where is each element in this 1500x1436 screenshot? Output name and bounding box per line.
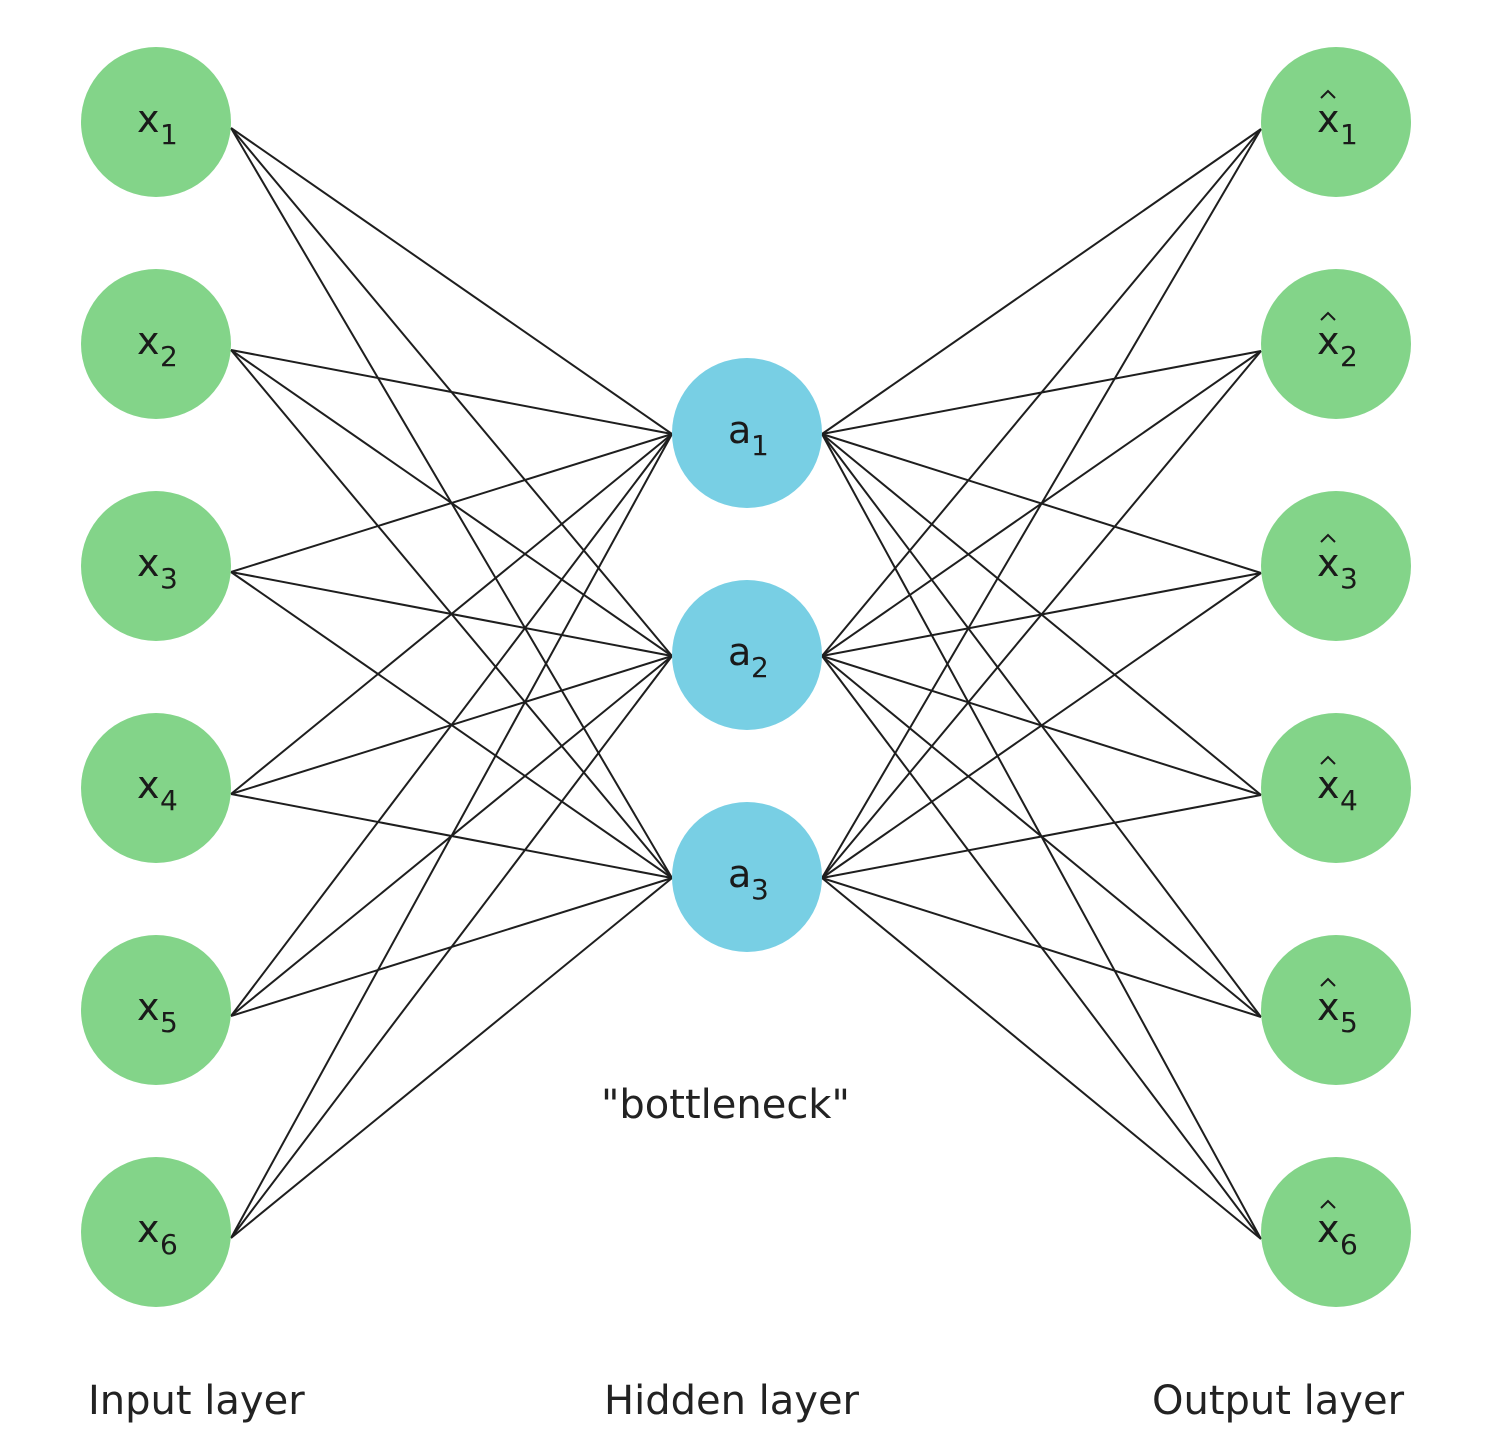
node-symbol: x [1317,541,1340,585]
node-circle [1261,47,1411,197]
node-symbol: a [728,852,751,896]
node-subscript: 6 [160,1228,178,1261]
hat-accent-icon [1320,977,1336,987]
node-circle [81,935,231,1085]
edge-x6-a2 [230,655,673,1239]
node-symbol: x [1317,319,1340,363]
hat-accent-icon [1320,533,1336,543]
hat-accent-icon [1320,1199,1336,1209]
node-subscript: 2 [160,340,178,373]
edge-x3-a1 [230,433,673,573]
node-subscript: 3 [1340,562,1358,595]
node-symbol: x [137,763,160,807]
node-circle [672,580,822,730]
node-circle [672,358,822,508]
edge-a3-xhat1 [821,128,1262,879]
node-symbol: x [1317,97,1340,141]
node-subscript: 4 [1340,784,1358,817]
node-subscript: 1 [160,118,178,151]
node-circle [1261,935,1411,1085]
node-subscript: 3 [751,873,769,906]
edges [230,127,1262,1240]
hat-accent-icon [1320,89,1336,99]
node-subscript: 6 [1340,1228,1358,1261]
edge-x5-a1 [230,433,673,1017]
node-symbol: a [728,408,751,452]
node-symbol: x [137,1207,160,1251]
edge-a2-xhat1 [821,128,1262,657]
node-symbol: a [728,630,751,674]
output-layer-caption: Output layer [1152,1378,1405,1424]
node-symbol: x [1317,985,1340,1029]
edge-a3-xhat6 [821,877,1262,1240]
hat-accent-icon [1320,755,1336,765]
edge-x1-a1 [230,127,673,435]
edge-x4-a1 [230,433,673,795]
hidden-layer-caption: Hidden layer [604,1378,860,1424]
node-symbol: x [1317,763,1340,807]
edge-x6-a3 [230,877,673,1239]
node-symbol: x [137,541,160,585]
node-circle [1261,491,1411,641]
edge-a3-xhat5 [821,877,1262,1018]
node-subscript: 5 [160,1006,178,1039]
node-subscript: 3 [160,562,178,595]
node-circle [81,713,231,863]
edge-a3-xhat4 [821,794,1262,879]
node-subscript: 2 [1340,340,1358,373]
node-symbol: x [1317,1207,1340,1251]
node-symbol: x [137,985,160,1029]
node-symbol: x [137,97,160,141]
node-subscript: 1 [1340,118,1358,151]
node-circle [81,269,231,419]
edge-x2-a1 [230,349,673,435]
node-circle [672,802,822,952]
node-subscript: 4 [160,784,178,817]
edge-x6-a1 [230,433,673,1239]
node-circle [1261,1157,1411,1307]
hat-accent-icon [1320,311,1336,321]
node-subscript: 2 [751,651,769,684]
node-circle [1261,713,1411,863]
node-subscript: 5 [1340,1006,1358,1039]
node-circle [81,1157,231,1307]
node-subscript: 1 [751,429,769,462]
node-circle [81,491,231,641]
node-circle [81,47,231,197]
input-layer-caption: Input layer [88,1378,305,1424]
bottleneck-annotation: "bottleneck" [601,1082,850,1128]
edge-a1-xhat1 [821,128,1262,435]
node-circle [1261,269,1411,419]
node-symbol: x [137,319,160,363]
edge-a3-xhat3 [821,572,1262,879]
edge-a3-xhat2 [821,350,1262,879]
